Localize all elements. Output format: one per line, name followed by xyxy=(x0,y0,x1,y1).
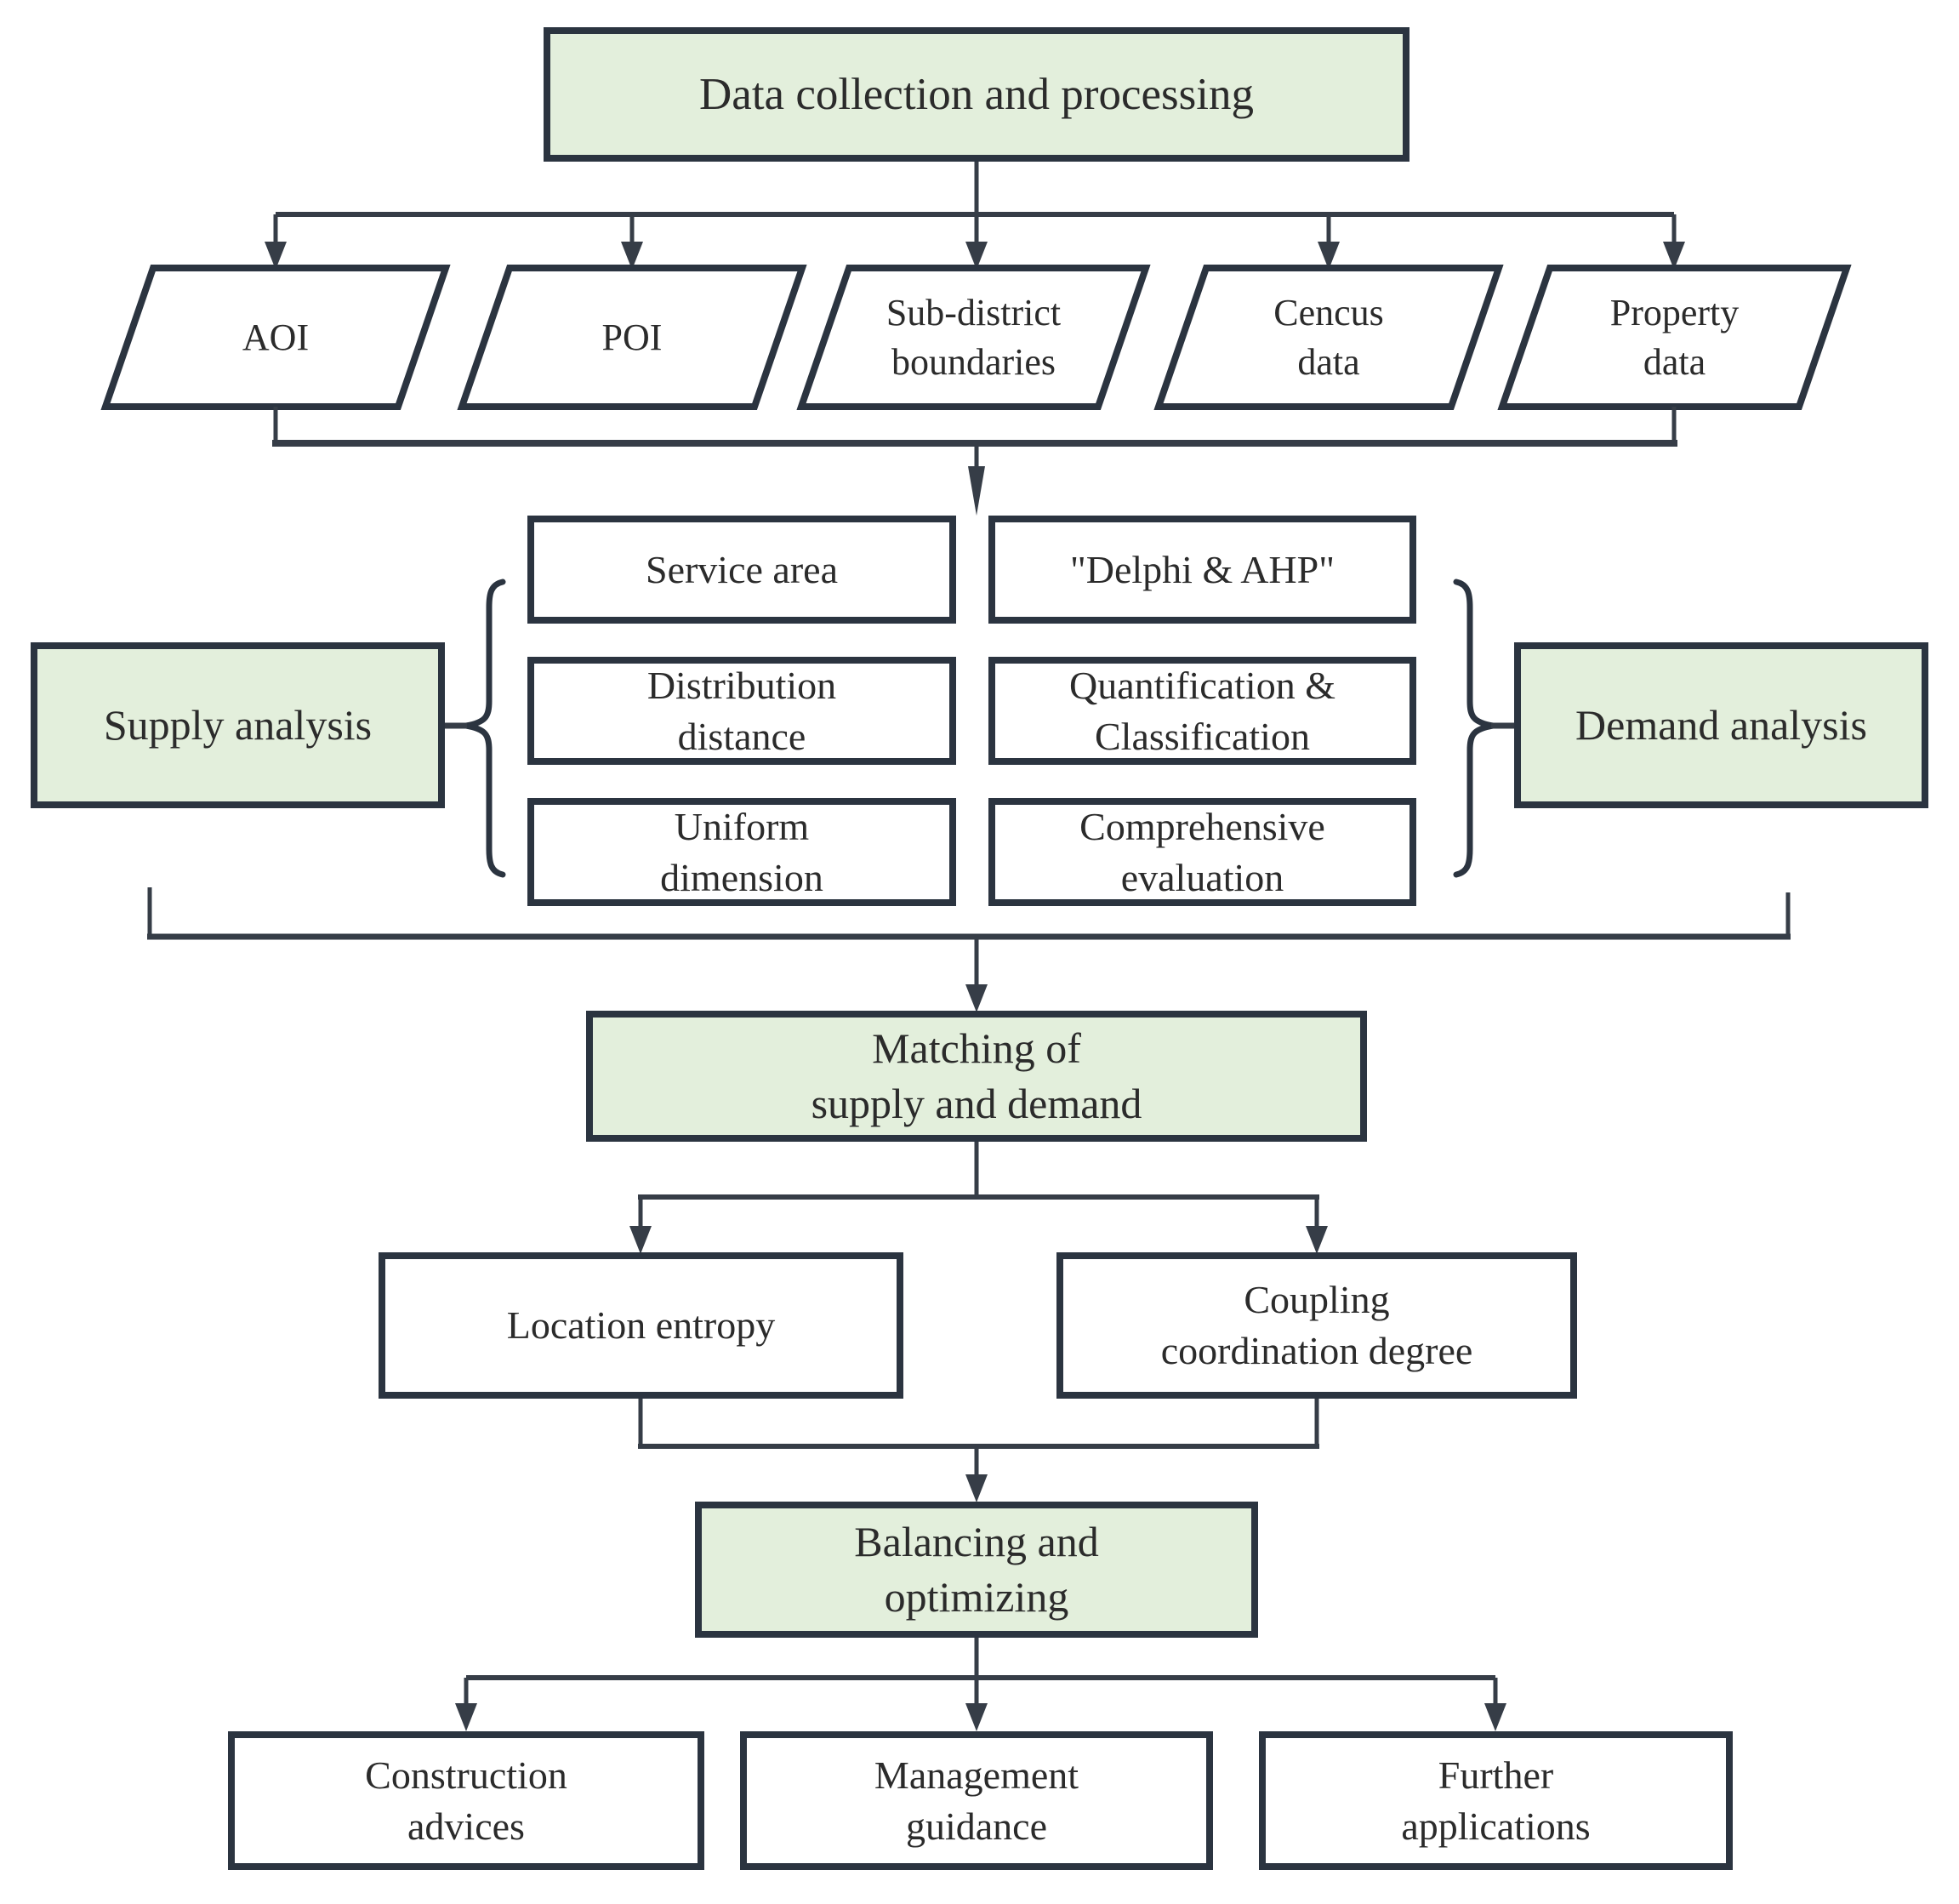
title-label: Data collection and processing xyxy=(699,69,1254,119)
coupling-coordination-label: Coupling coordination degree xyxy=(1160,1278,1473,1372)
poi-parallelogram xyxy=(457,265,807,410)
supply-analysis-box: Supply analysis xyxy=(31,642,445,808)
arrowhead-balancing xyxy=(965,1474,988,1502)
distribution-distance-box: Distribution distance xyxy=(527,657,956,765)
quantification-classification-box: Quantification & Classification xyxy=(988,657,1416,765)
balancing-box: Balancing and optimizing xyxy=(695,1502,1258,1638)
further-applications-box: Further applications xyxy=(1259,1731,1733,1870)
delphi-ahp-label: "Delphi & AHP" xyxy=(1069,547,1335,591)
distribution-distance-label: Distribution distance xyxy=(646,663,837,758)
management-guidance-box: Management guidance xyxy=(740,1731,1213,1870)
balancing-label: Balancing and optimizing xyxy=(854,1518,1099,1621)
arrowhead-location-entropy xyxy=(629,1226,652,1254)
arrowhead-further xyxy=(1484,1703,1506,1731)
supply-brace xyxy=(465,579,506,878)
comprehensive-evaluation-label: Comprehensive evaluation xyxy=(1079,804,1325,899)
arrowhead-property xyxy=(1663,242,1685,270)
source-aoi-label: AOI xyxy=(242,316,310,358)
arrowhead-matching xyxy=(965,984,988,1012)
delphi-ahp-box: "Delphi & AHP" xyxy=(988,516,1416,624)
demand-brace xyxy=(1453,579,1494,878)
uniform-dimension-label: Uniform dimension xyxy=(660,804,823,899)
arrowhead-construction xyxy=(455,1703,477,1731)
source-property-label: Property data xyxy=(1609,292,1740,383)
aoi-parallelogram xyxy=(100,265,451,410)
uniform-dimension-box: Uniform dimension xyxy=(527,798,956,906)
supply-analysis-label: Supply analysis xyxy=(103,701,373,749)
location-entropy-box: Location entropy xyxy=(379,1252,903,1399)
management-guidance-label: Management guidance xyxy=(874,1753,1079,1848)
construction-advices-label: Construction advices xyxy=(365,1753,567,1848)
matching-label: Matching of supply and demand xyxy=(811,1024,1142,1127)
coupling-coordination-box: Coupling coordination degree xyxy=(1056,1252,1577,1399)
demand-analysis-box: Demand analysis xyxy=(1514,642,1928,808)
arrowhead-cencus xyxy=(1318,242,1340,270)
subdistrict-parallelogram xyxy=(796,265,1151,410)
quantification-classification-label: Quantification & Classification xyxy=(1069,663,1335,758)
matching-box: Matching of supply and demand xyxy=(586,1011,1367,1142)
arrowhead-aoi xyxy=(265,242,287,270)
comprehensive-evaluation-box: Comprehensive evaluation xyxy=(988,798,1416,906)
service-area-box: Service area xyxy=(527,516,956,624)
arrowhead-poi xyxy=(621,242,643,270)
source-subdistrict-label: Sub-district boundaries xyxy=(886,292,1062,383)
arrowhead-analysis xyxy=(968,466,985,516)
cencus-parallelogram xyxy=(1153,265,1504,410)
service-area-label: Service area xyxy=(645,547,838,591)
arrowhead-subdistrict xyxy=(965,242,988,270)
further-applications-label: Further applications xyxy=(1401,1753,1591,1848)
construction-advices-box: Construction advices xyxy=(228,1731,704,1870)
demand-analysis-label: Demand analysis xyxy=(1575,701,1867,749)
location-entropy-label: Location entropy xyxy=(506,1303,776,1348)
arrowhead-coupling xyxy=(1306,1226,1328,1254)
arrowhead-management xyxy=(965,1703,988,1731)
property-parallelogram xyxy=(1497,265,1852,410)
source-poi-label: POI xyxy=(601,316,663,358)
title-box: Data collection and processing xyxy=(544,27,1409,162)
source-cencus-label: Cencus data xyxy=(1273,292,1384,383)
